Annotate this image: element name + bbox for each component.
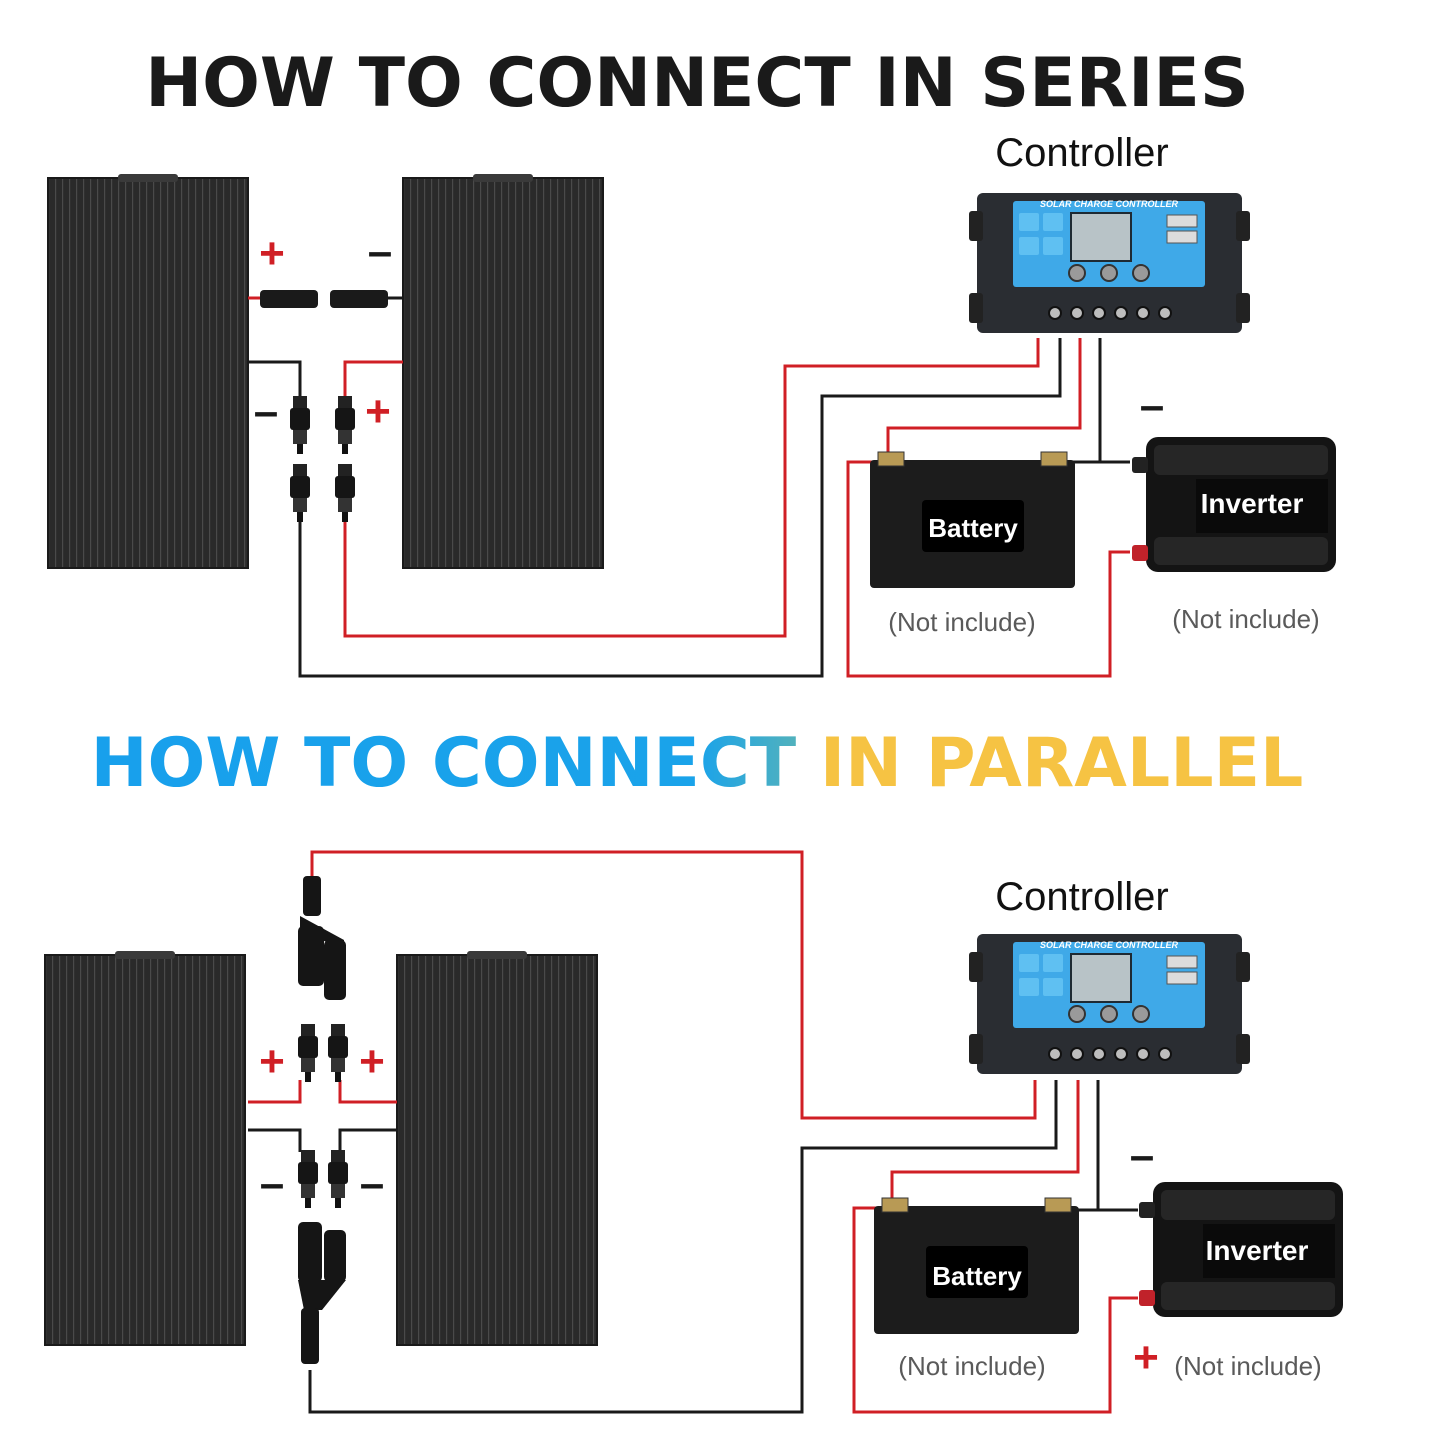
solar-panel-4 <box>396 950 598 1346</box>
parallel-inverter: Inverter <box>1139 1182 1343 1317</box>
series-inverter: Inverter <box>1132 437 1336 572</box>
parallel-left-plus: + <box>259 1037 285 1086</box>
parallel-inverter-note: (Not include) <box>1174 1351 1321 1381</box>
series-inverter-note: (Not include) <box>1172 604 1319 634</box>
svg-text:Battery: Battery <box>932 1261 1022 1291</box>
parallel-right-minus: – <box>360 1159 384 1208</box>
series-title: HOW TO CONNECT IN SERIES <box>145 44 1249 123</box>
series-top-connector <box>248 290 403 308</box>
parallel-charge-controller: SOLAR CHARGE CONTROLLER <box>968 933 1251 1075</box>
parallel-title: HOW TO CONNECT IN PARALLEL <box>91 724 1304 803</box>
series-mid-minus: – <box>254 387 278 436</box>
parallel-title-part1: HOW TO CONNECT <box>91 724 820 803</box>
parallel-inverter-minus: – <box>1130 1131 1154 1180</box>
svg-text:Battery: Battery <box>928 513 1018 543</box>
series-top-minus: – <box>368 227 392 276</box>
parallel-controller-label: Controller <box>995 875 1168 919</box>
svg-text:Inverter: Inverter <box>1201 488 1304 519</box>
svg-text:SOLAR CHARGE CONTROLLER: SOLAR CHARGE CONTROLLER <box>1040 940 1178 950</box>
series-wires <box>248 338 1130 678</box>
parallel-title-part2: IN PARALLEL <box>820 724 1304 803</box>
parallel-left-minus: – <box>260 1159 284 1208</box>
solar-panel-2 <box>402 173 604 569</box>
series-mid-plus: + <box>365 387 391 436</box>
series-battery: Battery <box>869 451 1076 589</box>
parallel-y-branch-positive <box>298 876 346 1000</box>
parallel-battery: Battery <box>873 1197 1080 1335</box>
parallel-wires <box>248 850 1138 1414</box>
series-controller-label: Controller <box>995 131 1168 175</box>
series-battery-note: (Not include) <box>888 607 1035 637</box>
solar-panel-1 <box>47 173 249 569</box>
series-mc4-plugs <box>290 396 355 522</box>
series-inverter-minus: – <box>1140 381 1164 430</box>
series-charge-controller: SOLAR CHARGE CONTROLLER <box>968 192 1251 334</box>
parallel-mc4-plugs <box>298 1024 348 1208</box>
parallel-battery-note: (Not include) <box>898 1351 1045 1381</box>
series-top-plus: + <box>259 229 285 278</box>
svg-text:Inverter: Inverter <box>1206 1235 1309 1266</box>
svg-text:SOLAR CHARGE CONTROLLER: SOLAR CHARGE CONTROLLER <box>1040 199 1178 209</box>
parallel-right-plus: + <box>359 1037 385 1086</box>
parallel-y-branch-negative <box>298 1222 346 1364</box>
parallel-inverter-plus: + <box>1133 1333 1159 1382</box>
solar-panel-3 <box>44 950 246 1346</box>
